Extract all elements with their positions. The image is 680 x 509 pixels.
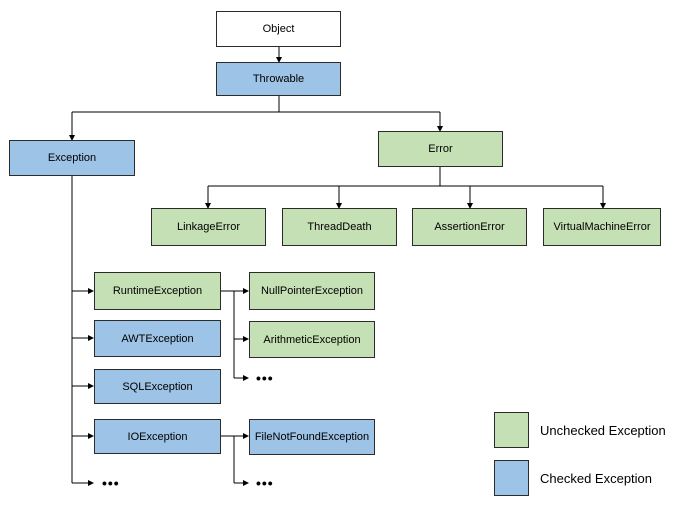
- legend-checked-label: Checked Exception: [540, 471, 653, 486]
- node-arithmetic-exception: ArithmeticException: [249, 321, 375, 358]
- node-file-not-found-exception: FileNotFoundException: [249, 419, 375, 455]
- node-exception: Exception: [9, 140, 135, 176]
- node-runtime-exception: RuntimeException: [94, 272, 221, 310]
- legend-unchecked-label: Unchecked Exception: [540, 423, 666, 438]
- node-null-pointer-exception: NullPointerException: [249, 272, 375, 310]
- node-error: Error: [378, 131, 503, 167]
- legend-unchecked-swatch: [494, 412, 529, 448]
- node-virtual-machine-error: VirtualMachineError: [543, 208, 661, 246]
- ellipsis-io-more: •••: [256, 475, 274, 491]
- node-assertion-error: AssertionError: [412, 208, 527, 246]
- ellipsis-exception-more: •••: [102, 475, 120, 491]
- legend-checked-swatch: [494, 460, 529, 496]
- node-throwable: Throwable: [216, 62, 341, 96]
- node-awt-exception: AWTException: [94, 320, 221, 357]
- node-object: Object: [216, 11, 341, 47]
- ellipsis-runtime-more: •••: [256, 370, 274, 386]
- node-thread-death: ThreadDeath: [282, 208, 397, 246]
- node-io-exception: IOException: [94, 419, 221, 454]
- node-sql-exception: SQLException: [94, 369, 221, 404]
- node-linkage-error: LinkageError: [151, 208, 266, 246]
